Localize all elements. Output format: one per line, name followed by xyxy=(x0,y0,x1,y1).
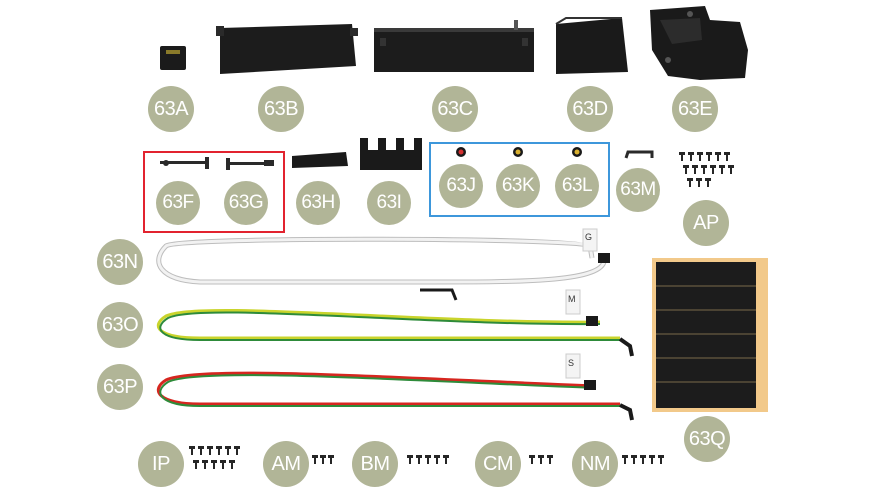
badge-63j: 63J xyxy=(439,164,483,208)
badge-bm: BM xyxy=(352,441,398,487)
badge-63h: 63H xyxy=(296,181,340,225)
badge-63g: 63G xyxy=(224,181,268,225)
part-63b-box xyxy=(216,24,358,74)
part-63d-block xyxy=(555,17,628,74)
badge-63a: 63A xyxy=(148,86,194,132)
part-63j-light xyxy=(456,147,466,157)
tag-63p: S xyxy=(568,358,575,368)
screws-nm xyxy=(622,455,664,464)
badge-63f: 63F xyxy=(156,181,200,225)
badge-63d: 63D xyxy=(567,86,613,132)
part-63g-rod xyxy=(226,158,274,170)
part-63c-box xyxy=(374,20,534,72)
part-63q-panel xyxy=(652,258,768,412)
badge-63o: 63O xyxy=(97,302,143,348)
tag-63o: M xyxy=(568,294,576,304)
group-box-63j-63l xyxy=(429,142,610,217)
part-63a-chip xyxy=(160,46,186,70)
badge-63m: 63M xyxy=(616,168,660,212)
badge-63b: 63B xyxy=(258,86,304,132)
screws-cm xyxy=(529,455,553,464)
tag-63n: G xyxy=(585,232,593,242)
badge-63k: 63K xyxy=(496,164,540,208)
badge-am: AM xyxy=(263,441,309,487)
badge-63c: 63C xyxy=(432,86,478,132)
badge-cm: CM xyxy=(475,441,521,487)
badge-63q: 63Q xyxy=(684,416,730,462)
part-63m-bar xyxy=(624,150,654,159)
screws-bm xyxy=(407,455,449,464)
badge-63e: 63E xyxy=(672,86,718,132)
screws-ap xyxy=(679,152,734,187)
part-63i-comb xyxy=(360,138,422,170)
screws-am xyxy=(312,455,334,464)
badge-nm: NM xyxy=(572,441,618,487)
part-63l-light xyxy=(572,147,582,157)
badge-63l: 63L xyxy=(555,164,599,208)
badge-ip: IP xyxy=(138,441,184,487)
badge-63n: 63N xyxy=(97,239,143,285)
cable-63o xyxy=(156,289,634,357)
group-box-63f-63g xyxy=(143,151,285,233)
badge-63p: 63P xyxy=(97,364,143,410)
part-63k-light xyxy=(513,147,523,157)
part-63f-rod xyxy=(160,157,209,169)
part-63e-bracket xyxy=(650,6,748,80)
part-63h-plate xyxy=(292,152,348,168)
badge-ap: AP xyxy=(683,200,729,246)
cable-63p xyxy=(156,353,634,421)
screws-ip xyxy=(189,446,240,469)
cable-63n xyxy=(156,228,610,301)
badge-63i: 63I xyxy=(367,181,411,225)
